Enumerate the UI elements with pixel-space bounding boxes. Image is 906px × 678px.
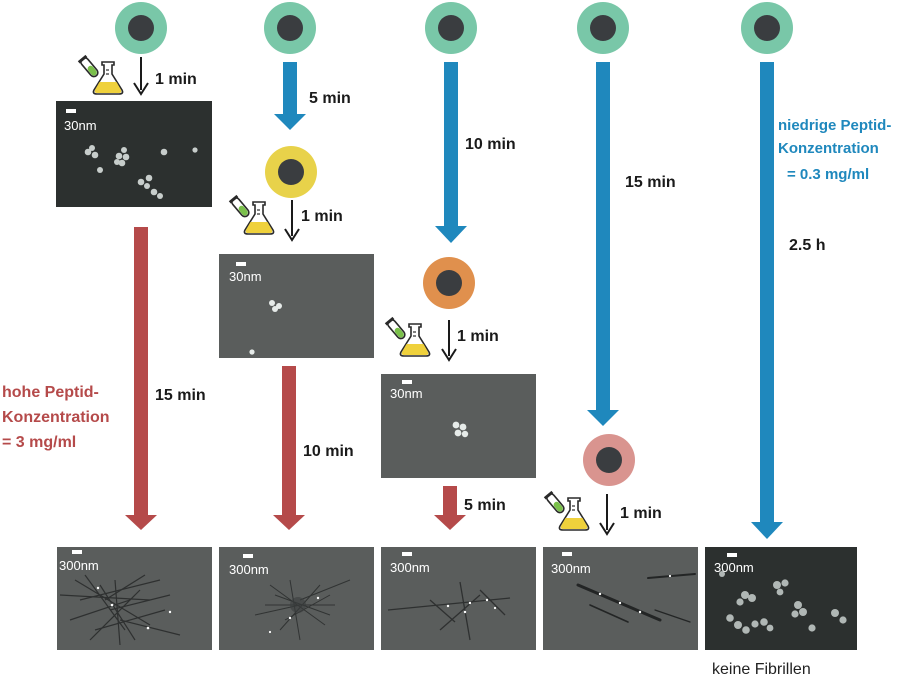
arrow-blue-c4 [587, 62, 619, 426]
column-4: 15 min 1 min 300nm [543, 2, 698, 650]
low-concentration-line-2: Konzentration [778, 140, 879, 157]
time-label-c1-grow: 15 min [155, 387, 206, 404]
time-label-c3-grow: 5 min [464, 497, 506, 514]
time-label-c4-add: 1 min [620, 505, 662, 522]
time-label-c2-wait: 5 min [309, 90, 351, 107]
arrow-blue-c5 [751, 62, 783, 539]
time-label-c2-grow: 10 min [303, 443, 354, 460]
scale-label: 300nm [390, 560, 430, 575]
low-concentration-line-3: = 0.3 mg/ml [787, 166, 869, 183]
cell-nucleus [128, 15, 154, 41]
micrograph-c5-no-fibrils: 300nm [705, 547, 857, 650]
micrograph-c4-fibrils: 300nm [543, 547, 698, 650]
scale-label: 300nm [551, 561, 591, 576]
time-label-c1-add: 1 min [155, 71, 197, 88]
micrograph-c1-initial: 30nm [56, 101, 212, 207]
column-3: 10 min 1 min 30nm 5 min 300nm [381, 2, 536, 650]
time-label-c3-wait: 10 min [465, 136, 516, 153]
high-concentration-line-1: hohe Peptid- [2, 384, 99, 401]
flask-icon [228, 194, 275, 235]
flask-icon [384, 316, 431, 357]
cell-nucleus [436, 270, 462, 296]
arrow-blue-c3 [435, 62, 467, 243]
high-concentration-line-2: Konzentration [2, 409, 110, 426]
arrow-red-c3 [434, 486, 466, 530]
micrograph-c3-fibrils: 300nm [381, 547, 536, 650]
time-label-c3-add: 1 min [457, 328, 499, 345]
column-1: 1 min 30nm 15 min hohe Peptid- Konzentra… [2, 2, 212, 650]
scale-label: 300nm [59, 558, 99, 573]
micrograph-c1-fibrils: 300nm [57, 547, 212, 650]
cell-nucleus [278, 159, 304, 185]
low-concentration-line-1: niedrige Peptid- [778, 117, 891, 134]
micrograph-c2-fibrils: 300nm [219, 547, 374, 650]
flask-icon [543, 490, 590, 531]
column-2: 5 min 1 min 30nm 10 min 300nm [219, 2, 374, 650]
micrograph-c3-initial: 30nm [381, 374, 536, 478]
high-concentration-line-3: = 3 mg/ml [2, 434, 76, 451]
scale-label: 300nm [714, 560, 754, 575]
flask-icon [77, 54, 124, 95]
scale-label: 30nm [229, 269, 262, 284]
arrow-blue-c2 [274, 62, 306, 130]
arrow-red-c1 [125, 227, 157, 530]
scale-label: 30nm [64, 118, 97, 133]
column-5: niedrige Peptid- Konzentration = 0.3 mg/… [705, 2, 891, 678]
cell-nucleus [438, 15, 464, 41]
scale-label: 300nm [229, 562, 269, 577]
arrow-red-c2 [273, 366, 305, 530]
time-label-c2-add: 1 min [301, 208, 343, 225]
cell-nucleus [596, 447, 622, 473]
cell-nucleus [754, 15, 780, 41]
time-label-c5-wait: 2.5 h [789, 237, 825, 254]
scale-label: 30nm [390, 386, 423, 401]
time-label-c4-wait: 15 min [625, 174, 676, 191]
micrograph-c2-initial: 30nm [219, 254, 374, 358]
no-fibrils-caption: keine Fibrillen [712, 661, 811, 678]
cell-nucleus [590, 15, 616, 41]
cell-nucleus [277, 15, 303, 41]
